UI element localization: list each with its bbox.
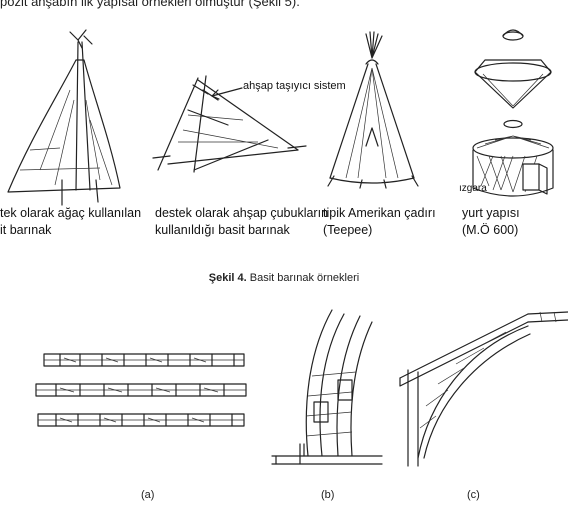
- tree-shelter-illustration: [7, 29, 121, 206]
- caption-3-line2: (Teepee): [323, 223, 373, 237]
- sub-label-b: (b): [321, 489, 335, 501]
- caption-4-line1: yurt yapısı: [462, 206, 520, 220]
- arched-frame-illustration: [271, 309, 383, 465]
- caption-2-line1: destek olarak ahşap çubukların: [155, 206, 329, 220]
- figure-4-caption: Şekil 4. Basit barınak örnekleri: [0, 272, 568, 284]
- callout-arrow: [211, 87, 243, 100]
- caption-4-line2: (M.Ö 600): [462, 223, 519, 237]
- sub-label-a: (a): [141, 489, 155, 501]
- stick-shelter-illustration: [152, 75, 307, 173]
- intro-text: pozit ahşabın ilk yapısal örnekleri olmu…: [0, 0, 300, 9]
- caption-3-line1: tipik Amerikan çadırı: [323, 206, 436, 220]
- figure-4-label: Şekil 4.: [208, 272, 247, 284]
- composite-beams-illustration: [35, 353, 247, 427]
- figure-4-text: Basit barınak örnekleri: [249, 272, 360, 284]
- yurt-illustration: [472, 29, 554, 197]
- caption-1-line2: it barınak: [0, 223, 52, 237]
- shelter-caption-2: destek olarak ahşap çubukların kullanıld…: [155, 205, 328, 239]
- support-system-callout: ahşap taşıyıcı sistem: [243, 80, 346, 92]
- shelter-caption-4: yurt yapısı (M.Ö 600): [462, 205, 520, 239]
- grid-callout: ızgara: [459, 183, 487, 194]
- portal-frame-illustration: [399, 311, 568, 467]
- teepee-illustration: [327, 31, 419, 189]
- shelter-caption-1: tek olarak ağaç kullanılan it barınak: [0, 205, 141, 239]
- caption-1-line1: tek olarak ağaç kullanılan: [0, 206, 142, 220]
- sub-label-c: (c): [467, 489, 480, 501]
- caption-2-line2: kullanıldığı basit barınak: [155, 223, 290, 237]
- shelter-caption-3: tipik Amerikan çadırı (Teepee): [323, 205, 436, 239]
